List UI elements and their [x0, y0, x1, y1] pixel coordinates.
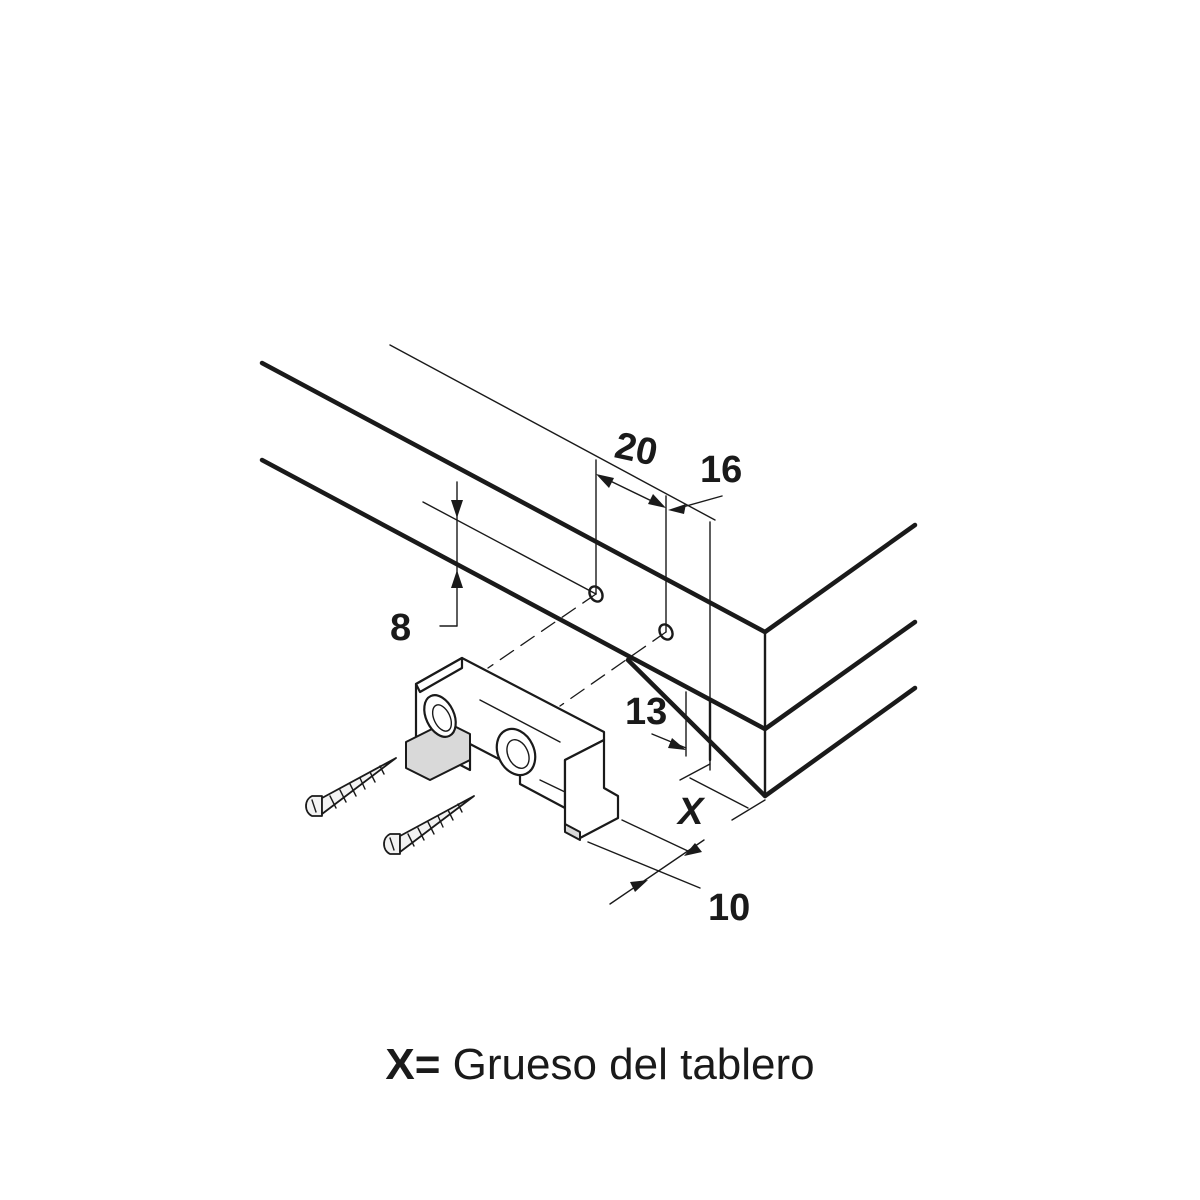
caption: X= Grueso del tablero — [0, 1040, 1200, 1090]
screw-shaft — [321, 757, 397, 815]
arrowhead — [684, 843, 702, 856]
screw-lower — [383, 795, 475, 855]
extension-line — [731, 799, 766, 821]
clip-screw-hole-inner — [431, 704, 453, 732]
clip-screw-hole-inner — [506, 739, 530, 769]
extension-line — [422, 501, 597, 595]
screw-thread — [329, 765, 385, 809]
dashed-guide-line — [487, 593, 597, 669]
dashed-guide-line — [559, 631, 667, 707]
arrowhead — [668, 738, 686, 750]
dimension-line-x — [689, 777, 749, 809]
screw-upper — [305, 757, 397, 817]
dimension-lines-lower: 13 X 10 — [587, 691, 766, 929]
clip-top-face — [414, 656, 464, 694]
screw-slot — [389, 837, 395, 851]
arrowhead — [596, 474, 614, 488]
caption-text: Grueso del tablero — [452, 1040, 815, 1089]
arrowhead — [630, 880, 648, 892]
drawer-clip — [405, 656, 620, 841]
arrowhead — [451, 570, 463, 588]
drill-holes — [588, 585, 674, 641]
board-panel — [259, 360, 918, 799]
arrowhead — [648, 494, 666, 508]
extension-line — [621, 819, 691, 853]
dimension-label-16: 16 — [700, 449, 742, 491]
arrowhead — [668, 504, 686, 514]
extension-line — [679, 763, 711, 781]
dimension-line-10 — [609, 839, 705, 905]
arrowhead — [451, 500, 463, 518]
clip-end-block — [563, 738, 620, 840]
caption-key: X= — [385, 1040, 441, 1089]
screw-slot — [311, 799, 317, 813]
clip-screw-hole — [423, 694, 457, 738]
screw-thread — [407, 803, 463, 847]
screw-shaft — [399, 795, 475, 853]
clip-screw-hole — [495, 727, 537, 777]
assembly-guides — [487, 593, 667, 707]
dimension-label-10: 10 — [708, 887, 750, 929]
dimension-label-x: X — [676, 791, 706, 833]
extension-line — [389, 344, 716, 521]
clip-ridge-line — [539, 779, 566, 793]
dimension-lines: 20 16 8 — [389, 344, 742, 771]
clip-ridge-line — [479, 699, 561, 743]
clip-foot — [564, 823, 581, 841]
dimension-label-8: 8 — [390, 607, 411, 649]
extension-line — [587, 841, 701, 889]
dimension-label-20: 20 — [611, 425, 661, 475]
dimension-label-13: 13 — [625, 691, 667, 733]
